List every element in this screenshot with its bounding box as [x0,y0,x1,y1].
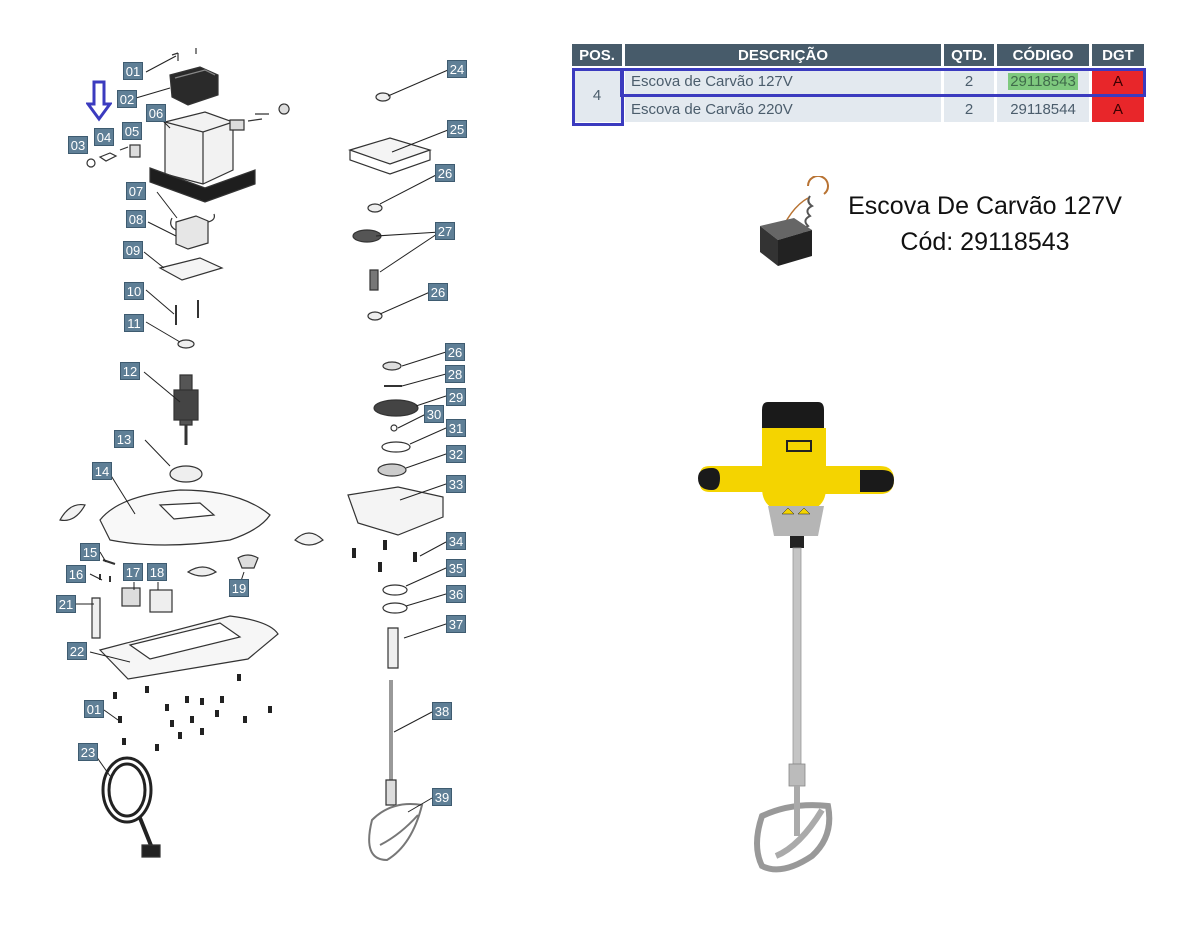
highlight-box-row [620,68,1146,97]
part-label: 04 [94,128,114,146]
part-label: 25 [447,120,467,138]
part-label: 27 [435,222,455,240]
col-header-qty: QTD. [942,44,997,67]
part-label: 39 [432,788,452,806]
part-label: 10 [124,282,144,300]
part-label: 13 [114,430,134,448]
part-label: 26 [435,164,455,182]
part-label: 15 [80,543,100,561]
part-label: 06 [146,104,166,122]
part-label: 22 [67,642,87,660]
part-label: 38 [432,702,452,720]
caption-code: Cód: 29118543 [900,228,1070,256]
code-highlight: 29118543 [1008,72,1078,90]
part-label: 36 [446,585,466,603]
part-label: 16 [66,565,86,583]
col-header-dgt: DGT [1090,44,1144,67]
part-label: 08 [126,210,146,228]
part-label: 23 [78,743,98,761]
part-label: 31 [446,419,466,437]
col-header-desc: DESCRIÇÃO [623,44,944,67]
part-label: 07 [126,182,146,200]
pos-cell: 4 [572,66,625,122]
part-label: 17 [123,563,143,581]
part-label: 37 [446,615,466,633]
carbon-brush-image [760,176,829,266]
part-label: 26 [445,343,465,361]
part-label: 11 [124,314,144,332]
part-label: 01 [84,700,104,718]
part-label: 21 [56,595,76,613]
part-label: 05 [122,122,142,140]
part-label: 28 [445,365,465,383]
highlight-box-pos [572,68,624,126]
part-label: 29 [446,388,466,406]
part-label: 12 [120,362,140,380]
desc-cell: Escova de Carvão 127V [623,66,944,95]
part-label: 02 [117,90,137,108]
part-label: 26 [428,283,448,301]
col-header-pos: POS. [572,44,625,67]
part-label: 32 [446,445,466,463]
down-arrow-icon [86,80,112,122]
col-header-code: CÓDIGO [995,44,1092,67]
mixer-drill-image [698,402,894,873]
part-label: 18 [147,563,167,581]
qty-cell: 2 [942,94,997,122]
dgt-cell: A [1090,94,1144,122]
part-label: 30 [424,405,444,423]
desc-cell: Escova de Carvão 220V [623,94,944,122]
part-label: 24 [447,60,467,78]
code-cell: 29118544 [995,94,1092,122]
part-label: 33 [446,475,466,493]
caption-title: Escova De Carvão 127V [848,192,1122,220]
part-label: 01 [123,62,143,80]
table-row: Escova de Carvão 220V 2 29118544 A [572,94,1144,122]
part-label: 35 [446,559,466,577]
part-label: 34 [446,532,466,550]
part-label: 03 [68,136,88,154]
part-label: 09 [123,241,143,259]
part-label: 14 [92,462,112,480]
part-label: 19 [229,579,249,597]
table-header-row: POS. DESCRIÇÃO QTD. CÓDIGO DGT [572,44,1144,67]
